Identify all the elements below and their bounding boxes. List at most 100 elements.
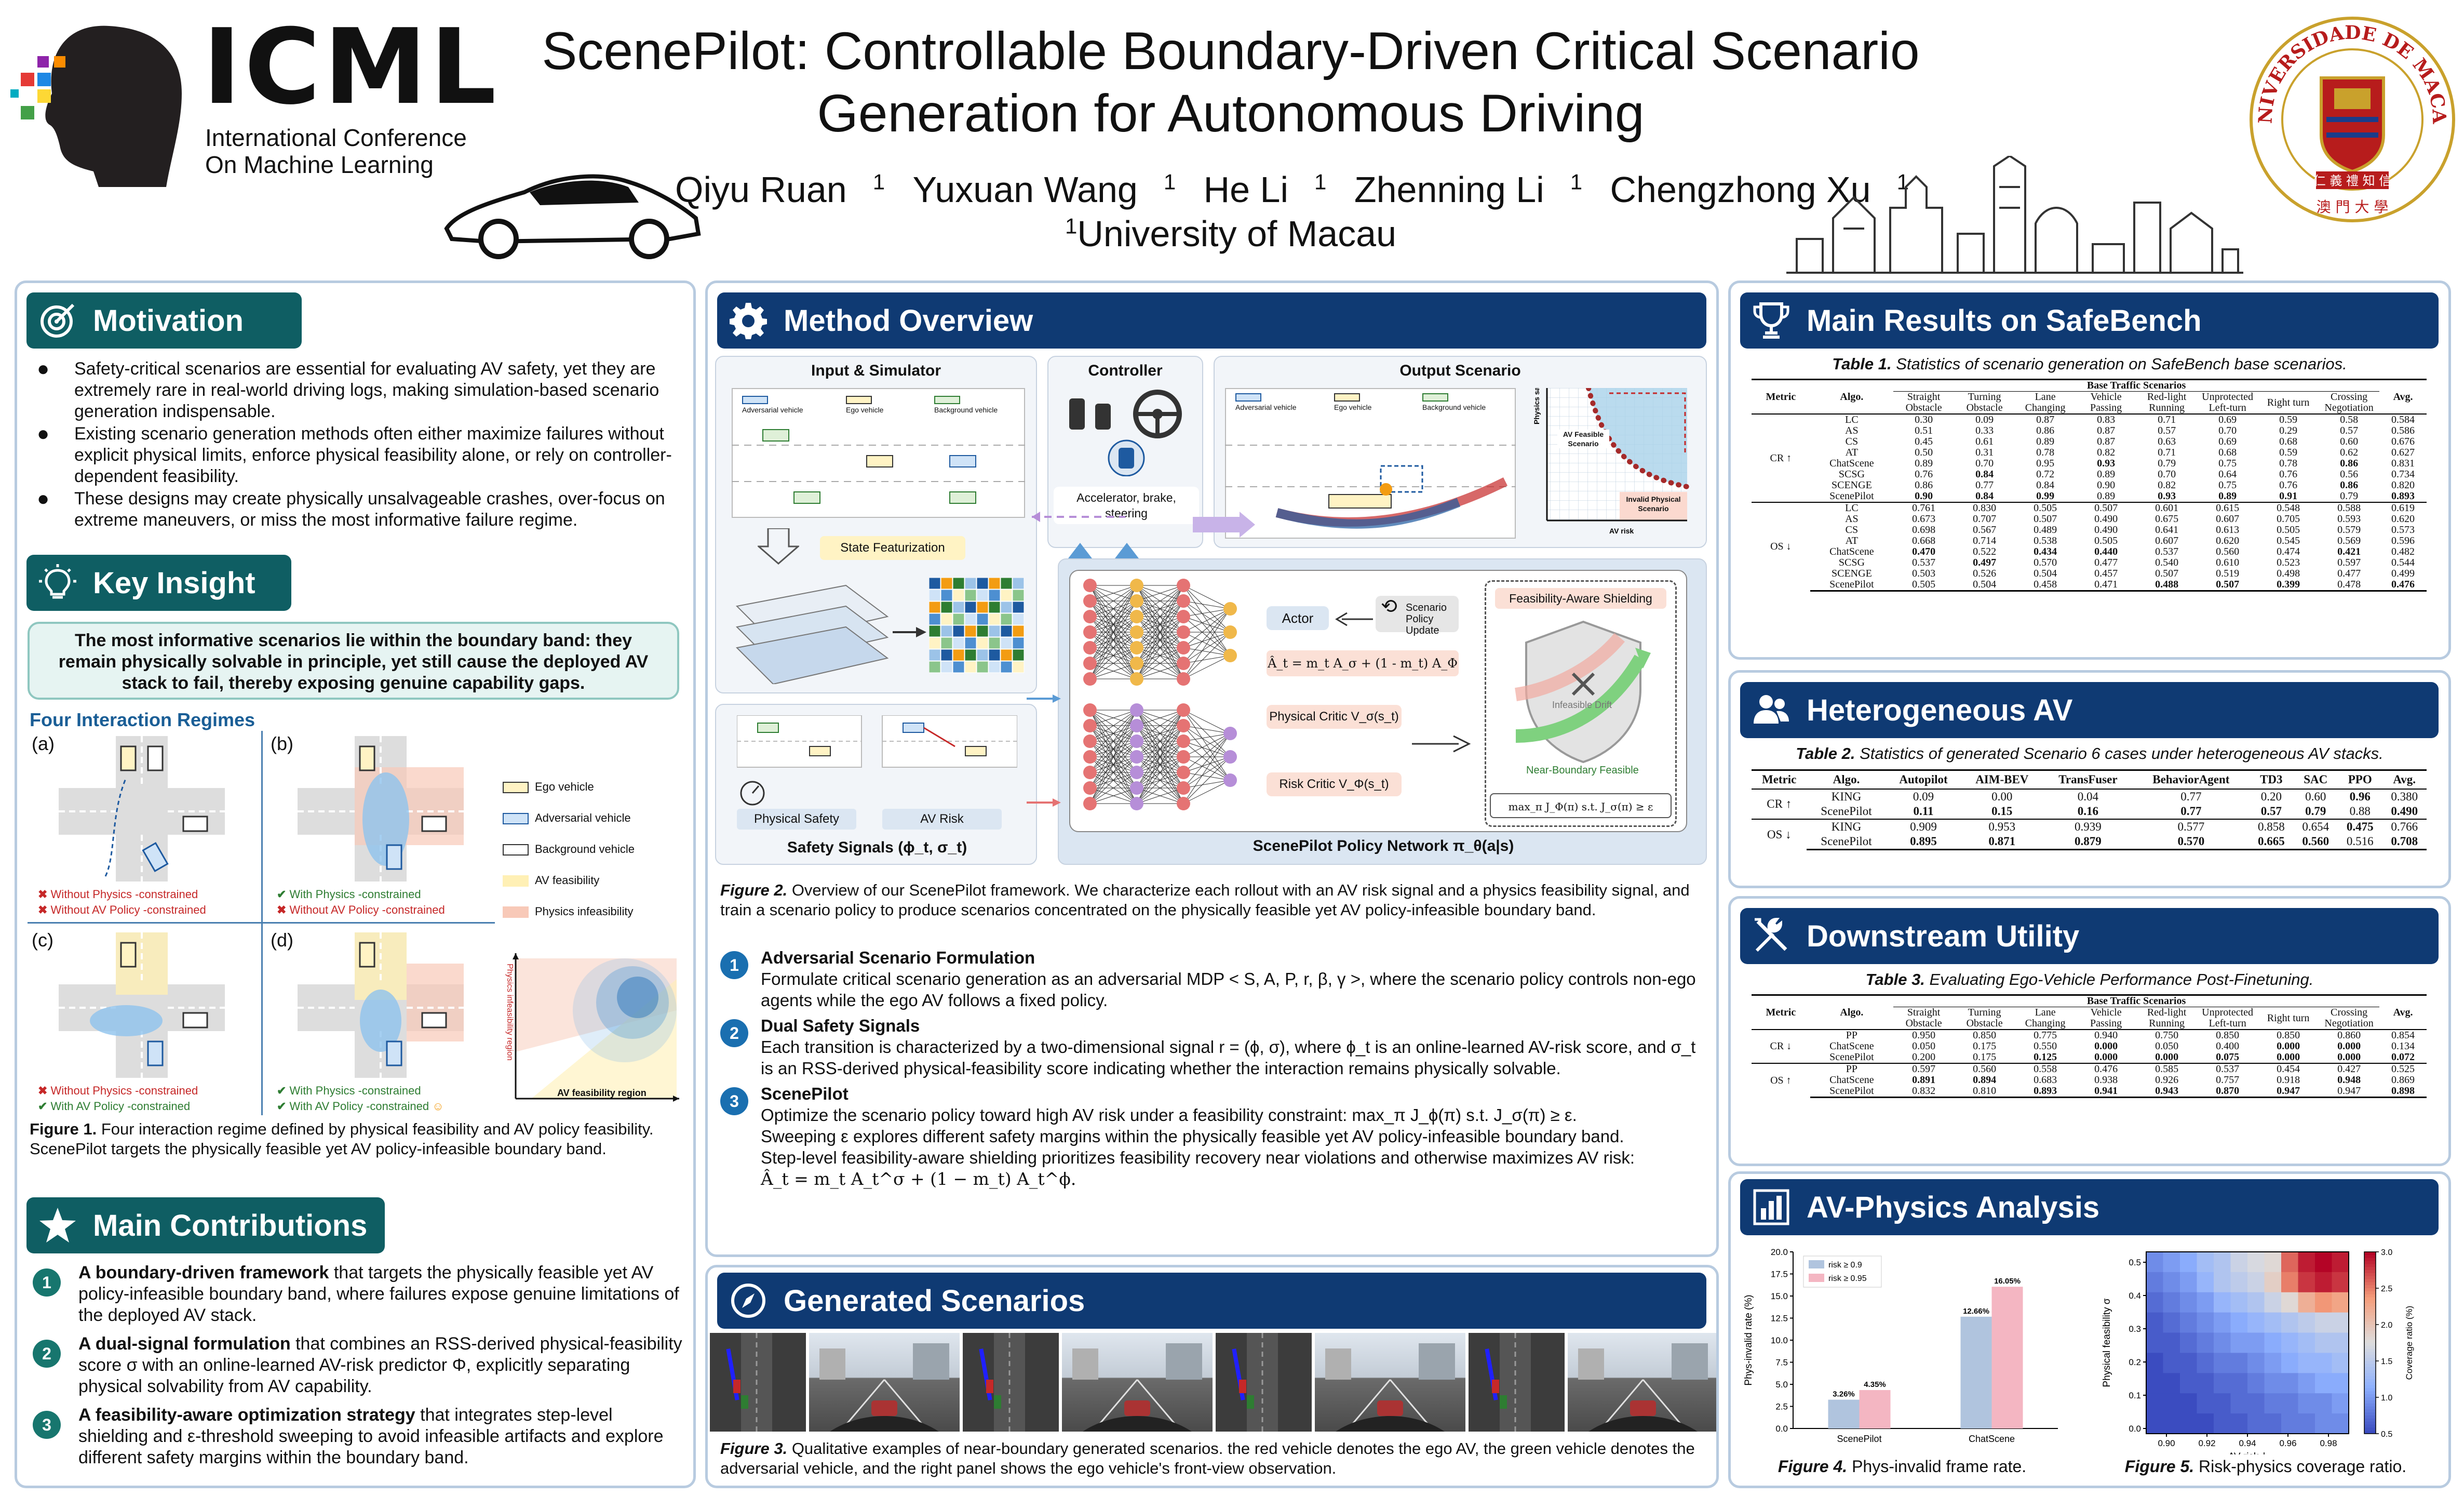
- heatmap-cell: [2315, 1332, 2332, 1353]
- author-name: Qiyu Ruan: [675, 169, 847, 210]
- table-cell: 0.668: [1912, 535, 1936, 546]
- heatmap-cell: [2264, 1252, 2282, 1273]
- table-cell: 0.380: [2391, 790, 2418, 803]
- table-cell: 0.893: [2391, 490, 2415, 502]
- table-cell: 0.200: [1912, 1051, 1936, 1063]
- insight-box: The most informative scenarios lie withi…: [28, 622, 679, 700]
- tick-label: 0.92: [2198, 1438, 2215, 1448]
- table-cell: 0.175: [1973, 1051, 1997, 1063]
- analysis-title: AV-Physics Analysis: [1807, 1190, 2100, 1224]
- heatmap-cell: [2146, 1272, 2163, 1293]
- table-cell-algo: AT: [1845, 447, 1859, 458]
- table-cell: 0.30: [1915, 414, 1933, 425]
- table-header: Crossing Negotiation: [2319, 391, 2380, 415]
- table-header: AIM-BEV: [1961, 769, 2043, 790]
- table-cell: 0.71: [2158, 447, 2176, 458]
- table-cell: 0.947: [2258, 1086, 2319, 1098]
- author-sup: 1: [1163, 169, 1176, 194]
- legend-label: risk ≥ 0.95: [1828, 1274, 1867, 1283]
- table-cell: 0.641: [2155, 524, 2179, 536]
- author-sup: 1: [1570, 169, 1583, 194]
- bar-chart-phys-invalid: 0.02.55.07.510.012.515.017.520.0Phys-inv…: [1743, 1247, 2058, 1444]
- table-cell: 0.77: [1975, 479, 1994, 491]
- heatmap-cell: [2315, 1413, 2332, 1434]
- tick-label: 15.0: [1771, 1291, 1788, 1301]
- table-cell: 0.820: [2391, 479, 2415, 491]
- colorbar-segment: [2364, 1361, 2376, 1365]
- front-view-image: [1062, 1333, 1213, 1432]
- heatmap-cell: [2214, 1272, 2231, 1293]
- trophy-icon: [1751, 300, 1792, 341]
- table-header: Right turn: [2258, 391, 2319, 415]
- table-cell: 0.540: [2155, 557, 2179, 568]
- table-cell: 0.072: [2391, 1051, 2415, 1063]
- legend-item: AV feasibility: [503, 865, 690, 896]
- table-cell: 0.93: [2097, 458, 2116, 469]
- legend-swatch: [1809, 1274, 1824, 1282]
- table-cell: 0.95: [2036, 458, 2055, 469]
- feasibility-region-diagram: Physics infeasibility region AV feasibil…: [505, 953, 679, 1102]
- heatmap-cell: [2281, 1312, 2298, 1333]
- x-mark-icon: ✖: [277, 903, 290, 916]
- heatmap-cell: [2281, 1353, 2298, 1373]
- heatmap-cell: [2332, 1312, 2349, 1333]
- analysis-header: AV-Physics Analysis: [1740, 1179, 2439, 1235]
- refresh-icon: ⟲: [1381, 596, 1397, 618]
- tools-icon: [1751, 915, 1792, 957]
- heatmap-cell: [2264, 1413, 2282, 1434]
- neural-net-critic: [1083, 703, 1237, 810]
- heatmap-cell: [2214, 1413, 2231, 1434]
- legend-item: Physics infeasibility: [503, 896, 690, 927]
- table-cell: 0.584: [2391, 414, 2415, 425]
- table-cell: 0.560: [2293, 834, 2338, 850]
- heatmap-cell: [2281, 1373, 2298, 1394]
- table-cell: 0.175: [1973, 1040, 1997, 1052]
- table-cell: 0.84: [2036, 479, 2055, 491]
- table-cell: 0.871: [1961, 834, 2043, 850]
- table-cell: 0.601: [2136, 502, 2198, 514]
- table-cell: 0.050: [1912, 1040, 1936, 1052]
- table-cell: 0.577: [2133, 819, 2250, 834]
- colorbar-segment: [2364, 1276, 2376, 1279]
- table-cell-metric: CR ↑: [1770, 452, 1792, 464]
- table-cell: 0.504: [2034, 568, 2057, 579]
- smile-icon: ☺: [432, 1100, 444, 1113]
- heatmap-cell: [2281, 1292, 2298, 1313]
- colorbar-segment: [2364, 1412, 2376, 1416]
- colorbar-segment: [2364, 1388, 2376, 1392]
- heatmap-cell: [2197, 1373, 2214, 1394]
- table-cell: 0.68: [2279, 436, 2298, 447]
- heatmap-cell: [2230, 1292, 2248, 1313]
- table-cell-algo: ScenePilot: [1810, 1086, 1894, 1098]
- heatmap-cell: [2298, 1393, 2315, 1414]
- state-featurization-label: State Featurization: [820, 536, 965, 560]
- table-cell: 0.619: [2379, 502, 2427, 514]
- colorbar-segment: [2364, 1358, 2376, 1361]
- colorbar-segment: [2364, 1427, 2376, 1431]
- table-cell-algo: SCENGE: [1832, 568, 1872, 579]
- colorbar-segment: [2364, 1397, 2376, 1401]
- table-cell: 0.474: [2277, 546, 2300, 557]
- axis-label-x: AV feasibility region: [557, 1088, 647, 1098]
- table-header: Avg.: [2382, 769, 2427, 790]
- table-cell-algo: ChatScene: [1829, 1074, 1874, 1086]
- table-cell: 0.597: [2337, 557, 2361, 568]
- table-cell: 0.134: [2391, 1040, 2415, 1052]
- table-cell: 0.488: [2136, 579, 2198, 592]
- table-cell: 0.471: [2076, 579, 2137, 592]
- table-cell: 0.476: [2379, 579, 2427, 592]
- colorbar-segment: [2364, 1373, 2376, 1377]
- table-header: BehaviorAgent: [2133, 769, 2250, 790]
- colorbar-tick: 2.0: [2381, 1321, 2392, 1330]
- table-cell: 0.72: [2036, 469, 2055, 480]
- colorbar-segment: [2364, 1294, 2376, 1298]
- table-cell: 0.16: [2077, 805, 2099, 818]
- data-label: 4.35%: [1864, 1380, 1886, 1389]
- scenario-update-label: ⟲Scenario Policy Update: [1376, 596, 1459, 636]
- table-cell: 0.89: [1915, 458, 1933, 469]
- panel-tag: (d): [271, 929, 293, 951]
